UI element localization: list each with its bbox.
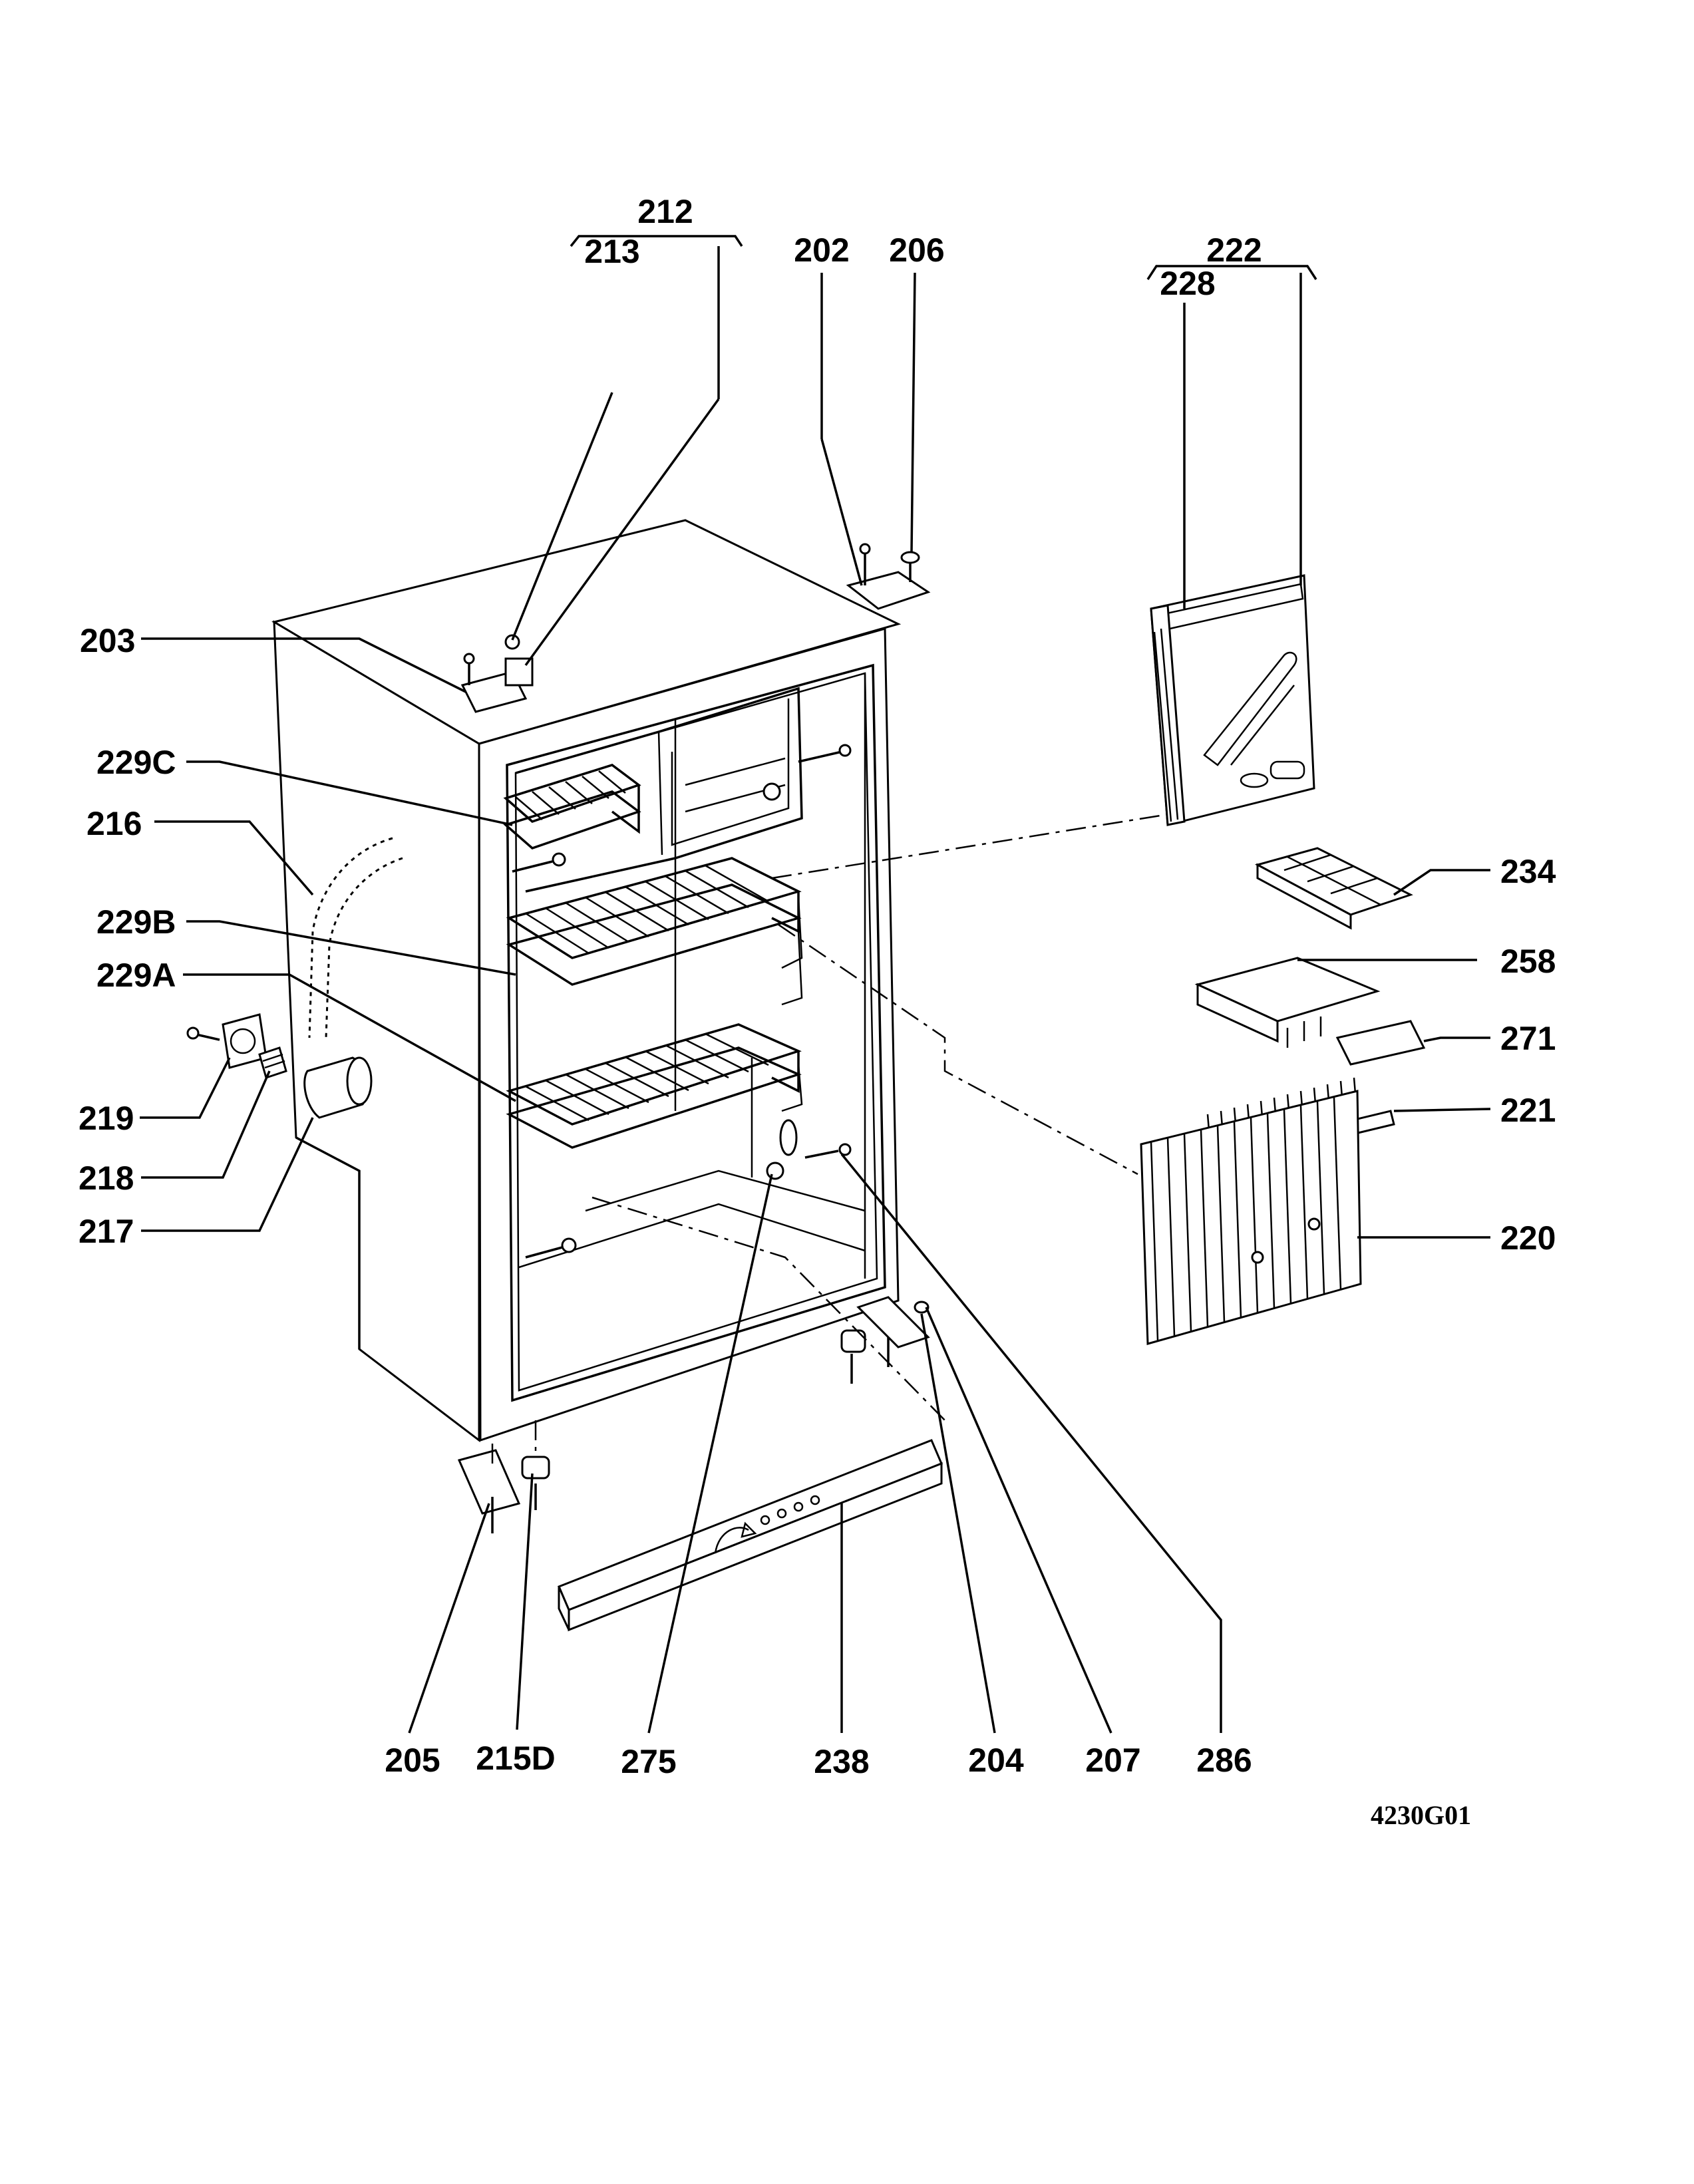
label-258: 258 <box>1500 943 1556 980</box>
cover-271 <box>1335 1020 1426 1066</box>
leader-lines <box>140 235 1491 1734</box>
part-218 <box>258 1046 287 1079</box>
label-221: 221 <box>1500 1092 1556 1129</box>
label-204: 204 <box>968 1742 1024 1779</box>
label-217: 217 <box>79 1213 134 1250</box>
label-205: 205 <box>385 1742 440 1779</box>
label-203: 203 <box>80 622 135 659</box>
label-229C: 229C <box>96 744 176 781</box>
label-222: 222 <box>1206 232 1262 269</box>
label-206: 206 <box>889 232 944 269</box>
label-271: 271 <box>1500 1020 1556 1057</box>
label-238: 238 <box>814 1743 869 1780</box>
label-234: 234 <box>1500 853 1556 890</box>
label-220: 220 <box>1500 1219 1556 1257</box>
label-218: 218 <box>79 1160 134 1197</box>
bracket-219 <box>186 1013 267 1069</box>
shelf-229C <box>503 764 641 850</box>
freezer-door-222 <box>1150 574 1315 826</box>
drawing-code: 4230G01 <box>1371 1800 1471 1830</box>
label-219: 219 <box>79 1100 134 1137</box>
part-labels: 212 213 202 206 222 228 203 229C 216 229… <box>79 193 1556 1830</box>
label-213: 213 <box>584 233 639 270</box>
label-275: 275 <box>621 1743 676 1780</box>
label-212: 212 <box>637 193 693 230</box>
label-215D: 215D <box>476 1740 556 1777</box>
label-202: 202 <box>794 232 849 269</box>
label-229B: 229B <box>96 903 176 941</box>
bottom-hinge-right <box>840 1296 930 1384</box>
label-228: 228 <box>1160 265 1215 302</box>
shelf-brackets <box>781 897 803 1112</box>
tube-216 <box>308 837 403 1038</box>
control-panel-238 <box>558 1439 943 1632</box>
drip-tray-258 <box>1194 957 1381 1048</box>
ice-tray-234 <box>1254 847 1413 930</box>
interior-screws <box>512 744 852 1259</box>
cylinder-217 <box>303 1056 373 1119</box>
bottom-hinge-left <box>457 1449 550 1533</box>
label-207: 207 <box>1085 1742 1140 1779</box>
label-216: 216 <box>86 805 142 842</box>
shelf-229B <box>506 857 802 986</box>
label-286: 286 <box>1196 1742 1252 1779</box>
label-229A: 229A <box>96 957 176 994</box>
top-hinge-right <box>846 543 931 610</box>
assembly-lines <box>491 814 1165 1467</box>
top-hinge-left <box>460 634 534 713</box>
evaporator-220 <box>1140 1090 1362 1345</box>
